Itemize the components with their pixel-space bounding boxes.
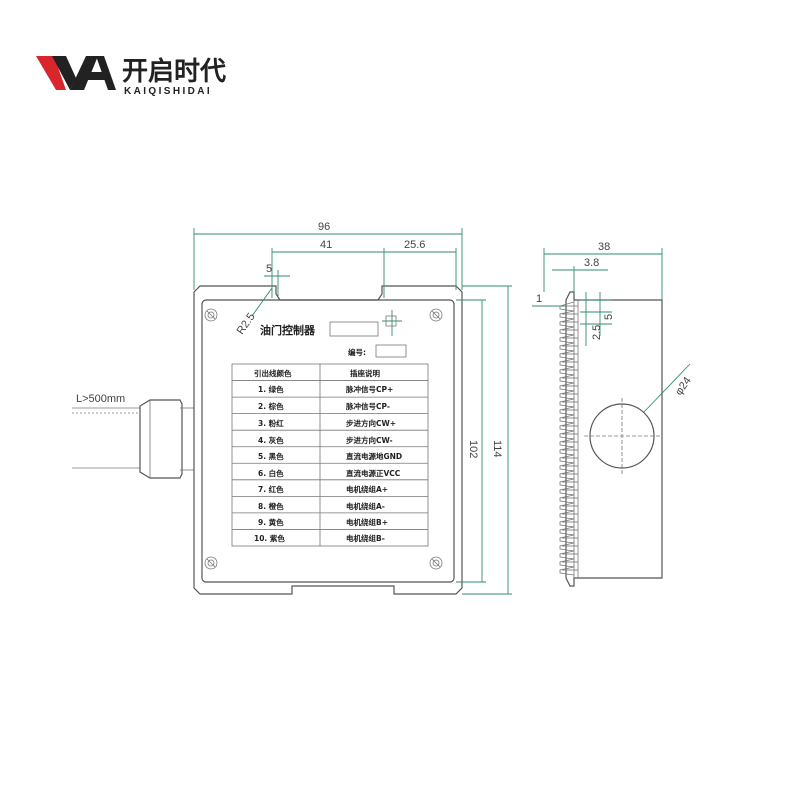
- dim-1: 1: [536, 293, 542, 305]
- crosshair-mark-icon: [382, 310, 402, 336]
- dim-height-outer: 114: [491, 440, 503, 458]
- table-cell: 5. 黑色: [258, 451, 284, 461]
- dim-height-inner: 102: [467, 440, 479, 458]
- inner-panel: [201, 299, 455, 583]
- table-cell: 电机绕组B+: [346, 517, 388, 527]
- table-cell: 直流电源正VCC: [346, 468, 401, 478]
- table-header-desc: 插座说明: [350, 368, 380, 378]
- product-title: 油门控制器: [260, 323, 316, 337]
- housing-outline: [193, 285, 463, 595]
- table-cell: 2. 棕色: [258, 401, 284, 411]
- fin-profile: [559, 301, 575, 576]
- logo-name-en: KAIQISHIDAI: [124, 86, 212, 97]
- side-body: [565, 291, 663, 587]
- dim-3-8: 3.8: [584, 257, 599, 269]
- number-label: 编号:: [348, 347, 366, 357]
- table-cell: 3. 粉红: [258, 418, 284, 428]
- heatsink-fins: [559, 301, 578, 576]
- front-view: L>500mm 油门控制器 编号: 引出线颜色 插座说明: [72, 221, 512, 595]
- title-box: [329, 321, 379, 337]
- dim-41: 41: [320, 239, 332, 251]
- cable-length-label: L>500mm: [76, 393, 125, 405]
- corner-screw-icons: [204, 308, 443, 570]
- dim-5-side: 5: [603, 314, 615, 320]
- wiring-table: 引出线颜色 插座说明 1. 绿色 脉冲信号CP+ 2. 棕色 脉冲信号CP- 3…: [231, 363, 429, 547]
- table-cell: 步进方向CW+: [346, 418, 396, 428]
- table-cell: 7. 红色: [258, 484, 284, 494]
- brand-logo: 开启时代 KAIQISHIDAI: [36, 56, 226, 97]
- table-cell: 脉冲信号CP+: [345, 384, 393, 394]
- table-cell: 直流电源地GND: [346, 451, 402, 461]
- connector-circle-icon: [584, 398, 660, 474]
- table-header-color: 引出线颜色: [254, 368, 292, 378]
- table-cell: 8. 橙色: [258, 501, 284, 511]
- number-box: [375, 344, 407, 358]
- table-cell: 电机绕组B-: [346, 533, 385, 543]
- table-cell: 10. 紫色: [254, 533, 285, 543]
- dim-side-width: 38: [598, 241, 610, 253]
- table-cell: 步进方向CW-: [346, 435, 393, 445]
- table-cell: 1. 绿色: [258, 384, 284, 394]
- logo-mark-icon: [36, 56, 116, 90]
- dim-25-6: 25.6: [404, 239, 425, 251]
- table-cell: 电机绕组A+: [346, 484, 388, 494]
- dim-width: 96: [318, 221, 330, 233]
- dim-radius: R2.5: [235, 311, 258, 337]
- table-cell: 脉冲信号CP-: [345, 401, 390, 411]
- dim-2-5: 2.5: [591, 325, 603, 340]
- dim-5-front: 5: [266, 263, 272, 275]
- side-view: 38 3.8 1 2.5 5 φ24: [532, 241, 694, 587]
- table-cell: 6. 白色: [258, 468, 284, 478]
- table-cell: 4. 灰色: [258, 435, 284, 445]
- table-cell: 9. 黄色: [258, 517, 284, 527]
- logo-name-cn: 开启时代: [122, 56, 226, 87]
- cable: L>500mm: [72, 393, 194, 479]
- table-cell: 电机绕组A-: [346, 501, 385, 511]
- side-dimensions: 38 3.8 1 2.5 5 φ24: [532, 241, 694, 413]
